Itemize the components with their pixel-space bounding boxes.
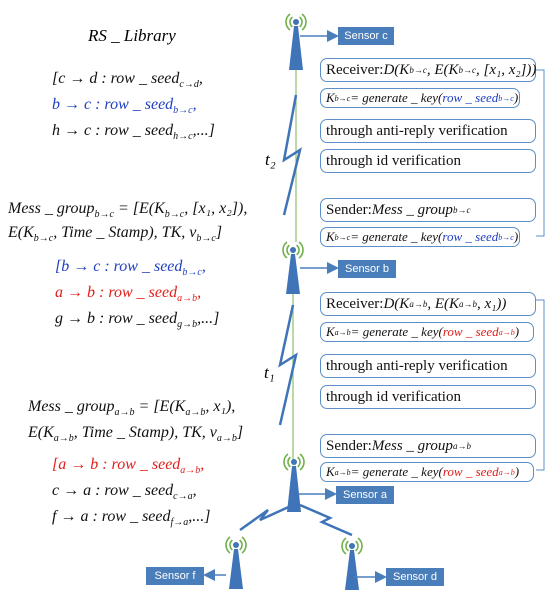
connector-lower — [536, 299, 545, 471]
group-bc-seed-3: g → b : row _ seedg→b,...] — [55, 310, 220, 331]
time-t1: t₁ — [264, 363, 275, 382]
tower-d-icon — [341, 537, 363, 590]
library-line-2: b → c : row _ seedb→c, — [52, 96, 197, 117]
sensor-c-label: Sensor c — [338, 27, 394, 45]
library-line-3: h → c : row _ seedh→c,...] — [52, 122, 215, 143]
group-bc-line-1: Mess _ groupb→c = [E(Kb→c, [x₁, x₂]), — [8, 200, 248, 221]
group-ab-seed-3: f → a : row _ seedf→a,...] — [52, 508, 211, 529]
sensor-b-label: Sensor b — [338, 260, 396, 278]
sensor-a-label: Sensor a — [336, 486, 394, 504]
tower-b-icon — [282, 241, 304, 294]
lightning-upper — [282, 94, 302, 216]
tower-c-icon — [285, 13, 307, 70]
upper-id-verify-box: through id verification — [320, 149, 536, 173]
group-ab-seed-2: c → a : row _ seedc→a, — [52, 482, 197, 503]
group-ab-line-1: Mess _ groupa→b = [E(Ka→b, x₁), — [28, 398, 236, 419]
library-line-1: [c → d : row _ seedc→d, — [52, 70, 203, 91]
library-title: RS _ Library — [88, 26, 176, 45]
upper-anti-reply-box: through anti-reply verification — [320, 119, 536, 143]
lower-id-verify-box: through id verification — [320, 385, 536, 409]
sensor-f-label: Sensor f — [146, 567, 204, 585]
group-bc-seed-2: a → b : row _ seeda→b, — [55, 284, 202, 305]
lightning-lower — [278, 304, 298, 426]
group-ab-line-2: E(Ka→b, Time _ Stamp), TK, va→b] — [28, 424, 244, 445]
group-bc-seed-1: [b → c : row _ seedb→c, — [55, 258, 206, 279]
sensor-d-label: Sensor d — [386, 568, 444, 586]
group-bc-line-2: E(Kb→c, Time _ Stamp), TK, vb→c] — [8, 224, 223, 245]
time-t2: t₂ — [265, 150, 276, 169]
tower-f-icon — [225, 536, 247, 589]
group-ab-seed-1: [a → b : row _ seeda→b, — [52, 456, 205, 477]
tower-a-icon — [283, 453, 305, 512]
lightning-right — [299, 503, 353, 537]
connector-upper — [536, 69, 545, 237]
lightning-left — [239, 503, 294, 532]
lower-anti-reply-box: through anti-reply verification — [320, 354, 536, 378]
